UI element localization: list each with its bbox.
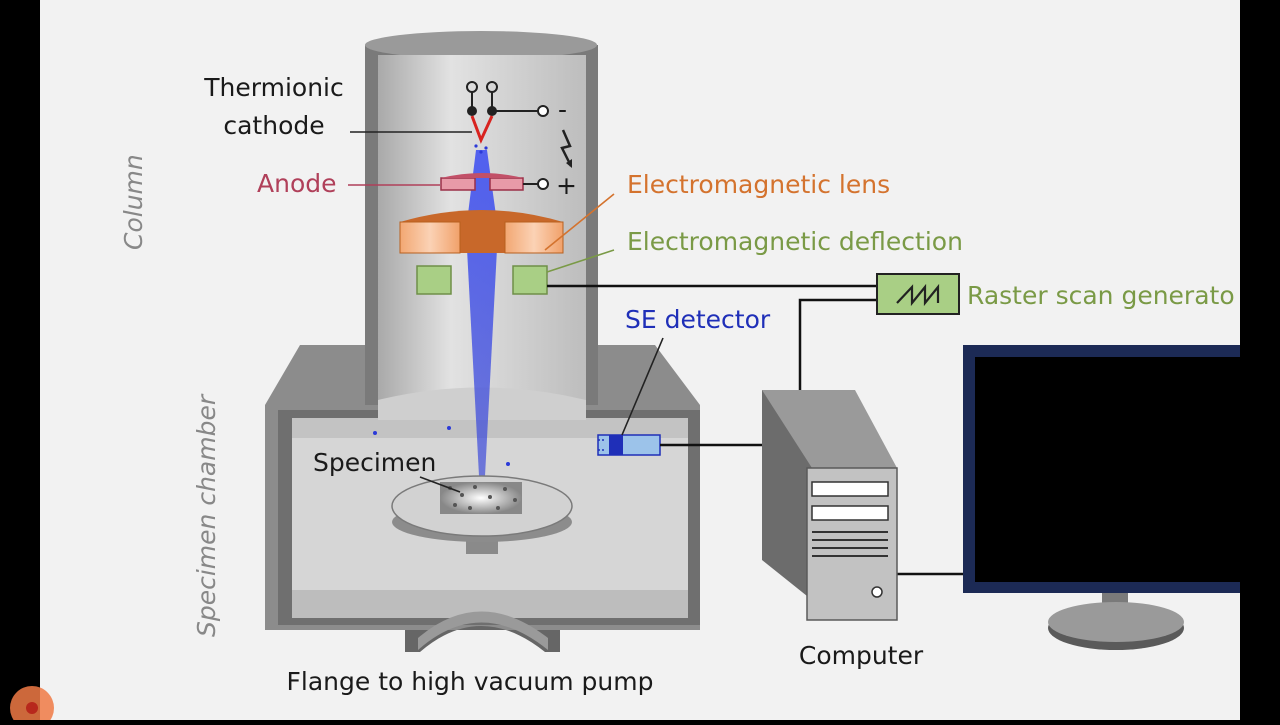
deflection-coils: [416, 265, 548, 295]
label-minus: -: [558, 95, 567, 124]
secondary-electrons: [373, 426, 510, 466]
monitor: [963, 345, 1248, 650]
labels: Thermionic cathode Anode - + Electromagn…: [119, 73, 1235, 696]
label-computer: Computer: [799, 641, 924, 670]
label-se-detector: SE detector: [625, 305, 771, 334]
label-column: Column: [119, 154, 148, 250]
label-cathode: cathode: [223, 111, 324, 140]
label-plus: +: [556, 171, 577, 200]
label-em-lens: Electromagnetic lens: [627, 170, 890, 199]
label-em-deflection: Electromagnetic deflection: [627, 227, 963, 256]
label-specimen: Specimen: [313, 448, 436, 477]
label-thermionic: Thermionic: [203, 73, 343, 102]
leader-lines: [348, 131, 664, 493]
computer: [762, 390, 898, 621]
left-bar: [0, 0, 40, 720]
cathode: [466, 81, 549, 154]
label-flange: Flange to high vacuum pump: [287, 667, 654, 696]
lightning-icon: [560, 129, 573, 167]
electromagnetic-lens: [399, 210, 564, 254]
label-raster: Raster scan generato: [967, 281, 1235, 310]
specimen-stage: [391, 475, 573, 554]
flange: [405, 611, 560, 652]
label-specimen-chamber: Specimen chamber: [192, 393, 221, 637]
anode: [440, 173, 549, 191]
label-anode: Anode: [257, 169, 337, 198]
raster-scan-generator: [876, 273, 960, 315]
se-detector: [597, 434, 661, 456]
wires: [547, 284, 965, 576]
